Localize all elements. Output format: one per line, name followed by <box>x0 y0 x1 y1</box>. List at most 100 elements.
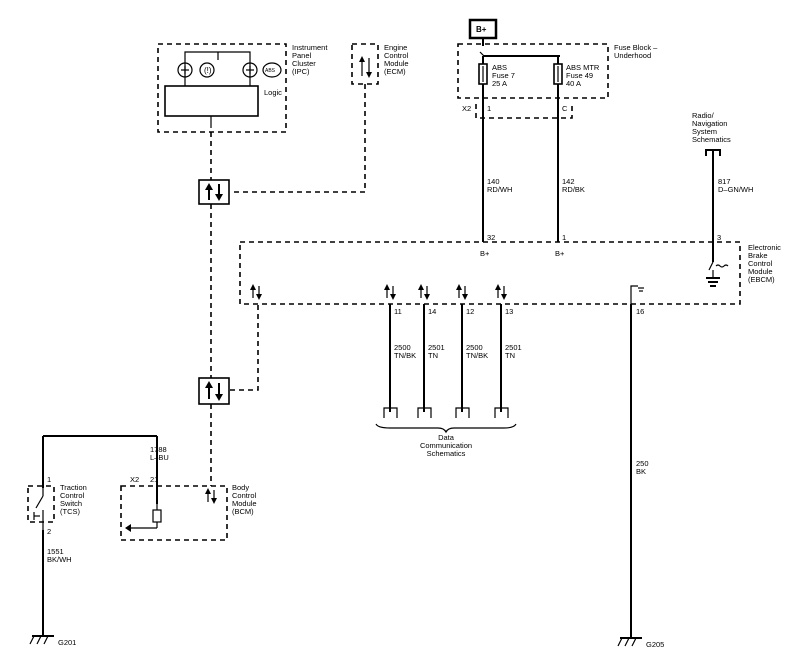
fuse49-label-1: ABS MTR <box>566 63 600 72</box>
radio-label-3: System <box>692 127 717 136</box>
ground-g205-label: G205 <box>646 640 664 649</box>
fuse-block-label-1: Fuse Block – <box>614 43 658 52</box>
data-comm-label-2: Communication <box>420 441 472 450</box>
can-arrows-icon-13 <box>495 284 507 300</box>
ipc-module: (!) ABS Logic Instrument Panel Cluster (… <box>157 43 328 133</box>
connector-x2-label: X2 <box>462 104 471 113</box>
lamp-icon-2 <box>242 62 258 78</box>
bcm-label-1: Body <box>232 483 249 492</box>
ground-g201-icon <box>29 635 54 645</box>
wire-13-color: TN <box>505 351 515 360</box>
tcs-pin-2: 2 <box>47 527 51 536</box>
wire-14-color: TN <box>428 351 438 360</box>
ipc-logic-box <box>164 85 259 117</box>
wire-11-num: 2500 <box>394 343 411 352</box>
ebcm-bplus-32: B+ <box>480 249 490 258</box>
wire-14-num: 2501 <box>428 343 445 352</box>
radio-navigation-reference: Radio/ Navigation System Schematics 817 … <box>692 111 753 262</box>
ipc-label-1: Instrument <box>292 43 328 52</box>
tcs-label-2: Control <box>60 491 85 500</box>
ecm-serial-dashed-line <box>230 84 366 193</box>
lamp-icon <box>177 62 193 78</box>
bplus-label: B+ <box>476 25 487 34</box>
ebcm-label-4: Module <box>748 267 773 276</box>
ground-g201-label: G201 <box>58 638 76 647</box>
ecm-label-3: Module <box>384 59 409 68</box>
wire-142-num: 142 <box>562 177 575 186</box>
fuse-block-label-2: Underhood <box>614 51 651 60</box>
fuse49-label-2: Fuse 49 <box>566 71 593 80</box>
radio-label-1: Radio/ <box>692 111 715 120</box>
fuse7-label-1: ABS <box>492 63 507 72</box>
wire-140-num: 140 <box>487 177 500 186</box>
radio-label-4: Schematics <box>692 135 731 144</box>
can-arrows-icon-12 <box>456 284 468 300</box>
ebcm-pin-32: 32 <box>487 233 495 242</box>
wire-11-color: TN/BK <box>394 351 416 360</box>
ebcm-label-5: (EBCM) <box>748 275 775 284</box>
internal-ground-icon <box>630 285 644 304</box>
ebcm-serial-dashed-line <box>230 302 259 391</box>
tcs-label-3: Switch <box>60 499 82 508</box>
bcm-pin-21: 21 <box>150 475 158 484</box>
ipc-label-2: Panel <box>292 51 312 60</box>
tcs-pin-1: 1 <box>47 475 51 484</box>
wire-16-pin: 16 <box>636 307 644 316</box>
wire-13-num: 2501 <box>505 343 522 352</box>
serial-data-splice-2 <box>198 377 230 405</box>
wire-11-pin: 11 <box>394 307 402 316</box>
ebcm-pin-1: 1 <box>562 233 566 242</box>
ebcm-label-1: Electronic <box>748 243 781 252</box>
wire-13-pin: 13 <box>505 307 513 316</box>
traction-control-switch <box>27 485 55 530</box>
can-arrows-icon-11 <box>384 284 396 300</box>
data-comm-brace <box>375 423 517 434</box>
ecm-label-4: (ECM) <box>384 67 406 76</box>
ebcm-module: 32 B+ 1 B+ 3 Electronic Brake Control Mo… <box>239 233 781 305</box>
fuse-block-underhood: B+ ABS Fuse 7 25 A ABS MTR Fuse 49 40 A … <box>457 18 658 119</box>
wire-1788-num: 1788 <box>150 445 167 454</box>
abs-warning-icon <box>262 62 282 78</box>
connector-x2 <box>475 104 573 119</box>
ecm-module: Engine Control Module (ECM) <box>351 43 409 85</box>
abs-icon-label: ABS <box>265 68 276 74</box>
ecm-label-2: Control <box>384 51 409 60</box>
bcm-label-3: Module <box>232 499 257 508</box>
wire-12-pin: 12 <box>466 307 474 316</box>
svg-text:(!): (!) <box>204 66 212 75</box>
wire-1551-num: 1551 <box>47 547 64 556</box>
wire-1551-color: BK/WH <box>47 555 72 564</box>
ipc-logic-label: Logic <box>264 88 282 97</box>
wire-12-num: 2500 <box>466 343 483 352</box>
fuse7-label-3: 25 A <box>492 79 507 88</box>
ebcm-pin-3: 3 <box>717 233 721 242</box>
bcm-module: X2 21 Body Control Module (BCM) <box>120 475 257 541</box>
fuse49-label-3: 40 A <box>566 79 581 88</box>
bcm-label-4: (BCM) <box>232 507 254 516</box>
data-bus-wires <box>375 304 517 434</box>
serial-data-splice-1 <box>198 179 230 205</box>
connector-pin-1: 1 <box>487 104 491 113</box>
bcm-label-2: Control <box>232 491 257 500</box>
ebcm-label-2: Brake <box>748 251 768 260</box>
wire-12-color: TN/BK <box>466 351 488 360</box>
wire-250-num: 250 <box>636 459 649 468</box>
data-comm-label-1: Data <box>438 433 455 442</box>
tcs-label-4: (TCS) <box>60 507 80 516</box>
ebcm-bplus-1: B+ <box>555 249 565 258</box>
wire-1788-color: L–BU <box>150 453 169 462</box>
serial-data-arrows-icon <box>250 284 262 300</box>
bcm-connector-x2: X2 <box>130 475 139 484</box>
ipc-label-3: Cluster <box>292 59 316 68</box>
wire-817-color: D–GN/WH <box>718 185 753 194</box>
input-filter-icon <box>715 264 729 268</box>
fuse7-label-2: Fuse 7 <box>492 71 515 80</box>
ground-g205-icon <box>617 637 642 647</box>
wire-140-color: RD/WH <box>487 185 512 194</box>
ebcm-label-3: Control <box>748 259 773 268</box>
wire-14-pin: 14 <box>428 307 436 316</box>
wire-817-num: 817 <box>718 177 731 186</box>
wire-250-color: BK <box>636 467 646 476</box>
tcs-label-1: Traction <box>60 483 87 492</box>
